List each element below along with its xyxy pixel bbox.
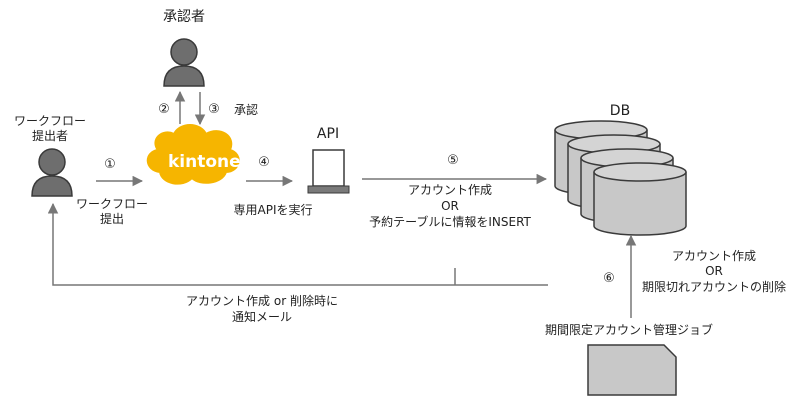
- kintone-logo-text: kintone: [168, 152, 241, 172]
- kintone-cloud-icon: [146, 124, 240, 185]
- step1-label-line1: ワークフロー: [75, 197, 149, 211]
- job-label: 期間限定アカウント管理ジョブ: [544, 323, 714, 337]
- approver-person-icon: [163, 38, 205, 87]
- step3-number: ③: [208, 102, 220, 117]
- step6-number: ⑥: [603, 271, 615, 286]
- step4-label: 専用APIを実行: [233, 203, 313, 217]
- submitter-person-icon: [31, 148, 73, 197]
- step6-label-line2: OR: [705, 264, 723, 278]
- db-label: DB: [609, 103, 631, 119]
- arrow-notify-return: [47, 202, 548, 286]
- notify-label-line1: アカウント作成 or 削除時に: [186, 294, 338, 308]
- approver-label: 承認者: [163, 9, 205, 25]
- step1-number: ①: [104, 157, 116, 172]
- step5-label-line1: アカウント作成: [407, 183, 493, 197]
- notify-label-line2: 通知メール: [231, 310, 293, 324]
- submitter-label-line1: ワークフロー: [13, 114, 87, 128]
- api-label: API: [316, 126, 340, 142]
- db-cylinders-icon: [554, 120, 687, 236]
- step2-number: ②: [158, 102, 170, 117]
- step6-label-line1: アカウント作成: [671, 249, 757, 263]
- step3-label: 承認: [234, 103, 259, 117]
- step5-label-line3: 予約テーブルに情報をINSERT: [369, 215, 531, 229]
- api-laptop-icon: [307, 149, 350, 194]
- step4-number: ④: [258, 155, 270, 170]
- step6-label-line3: 期限切れアカウントの削除: [641, 280, 787, 294]
- step1-label-line2: 提出: [99, 212, 125, 226]
- submitter-label-line2: 提出者: [31, 129, 69, 143]
- job-box-icon: [587, 344, 677, 396]
- step5-label-line2: OR: [441, 199, 459, 213]
- step5-number: ⑤: [447, 153, 459, 168]
